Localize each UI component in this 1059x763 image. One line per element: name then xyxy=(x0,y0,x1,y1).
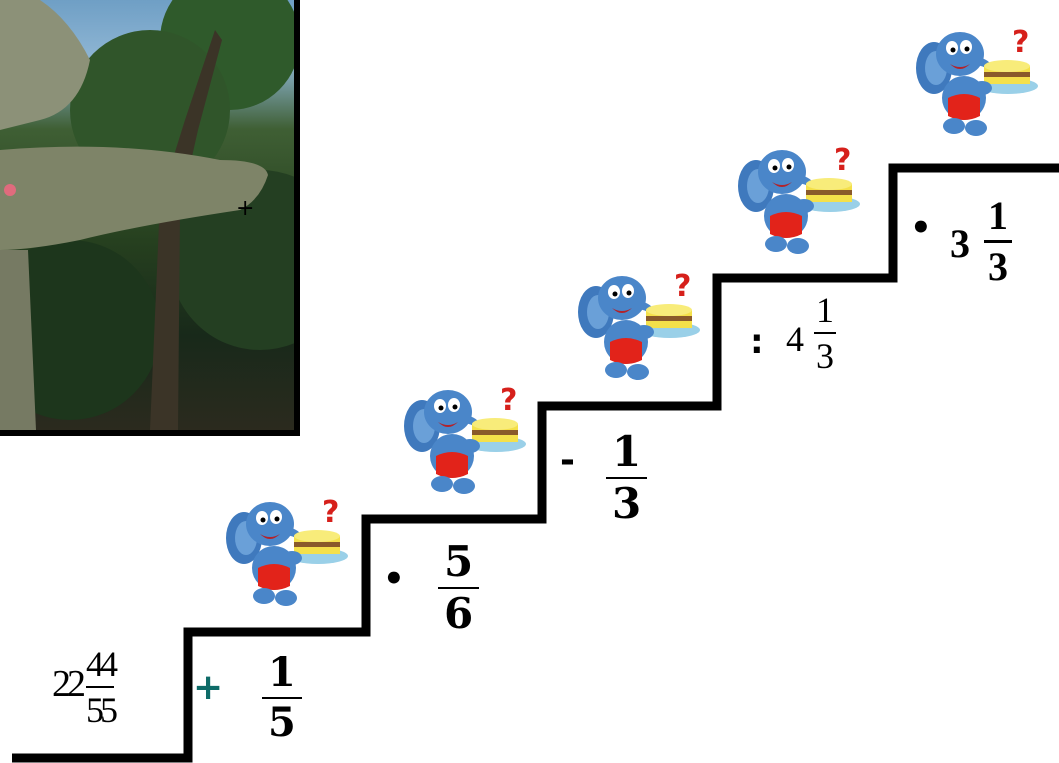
step-4-operator: : xyxy=(750,322,764,362)
step-4-numerator: 1 xyxy=(816,290,834,330)
step-2-numerator: 5 xyxy=(444,540,473,584)
step-1-denominator: 5 xyxy=(268,702,296,744)
elephant-with-cake-icon xyxy=(574,264,704,386)
step-3-denominator: 3 xyxy=(612,482,641,526)
step-3-operator: - xyxy=(560,440,575,481)
elephant-with-cake-icon xyxy=(912,20,1042,142)
step-2-denominator: 6 xyxy=(444,592,473,636)
start-whole: 22 xyxy=(52,662,82,706)
elephant-with-cake-icon xyxy=(222,490,352,612)
step-5-whole: 3 xyxy=(950,220,970,267)
step-5-fraction: 1 3 xyxy=(988,194,1008,289)
step-1-operator: + xyxy=(193,667,223,708)
step-5-operator: • xyxy=(910,208,932,248)
step-5-numerator: 1 xyxy=(988,194,1008,238)
step-1-fraction: 1 5 xyxy=(268,652,296,744)
step-4-whole: 4 xyxy=(786,318,804,360)
step-3-fraction: 1 3 xyxy=(612,430,641,526)
start-numerator: 44 xyxy=(86,644,114,684)
step-2-fraction: 5 6 xyxy=(444,540,473,636)
elephant-with-cake-icon xyxy=(400,378,530,500)
step-5-denominator: 3 xyxy=(988,245,1008,289)
step-4-fraction: 1 3 xyxy=(816,290,834,376)
start-fraction: 44 55 xyxy=(86,644,114,730)
start-denominator: 55 xyxy=(86,690,114,730)
step-2-operator: • xyxy=(383,559,405,599)
step-3-numerator: 1 xyxy=(612,430,641,474)
elephant-with-cake-icon xyxy=(734,138,864,260)
step-1-numerator: 1 xyxy=(268,652,296,694)
step-4-denominator: 3 xyxy=(816,336,834,376)
